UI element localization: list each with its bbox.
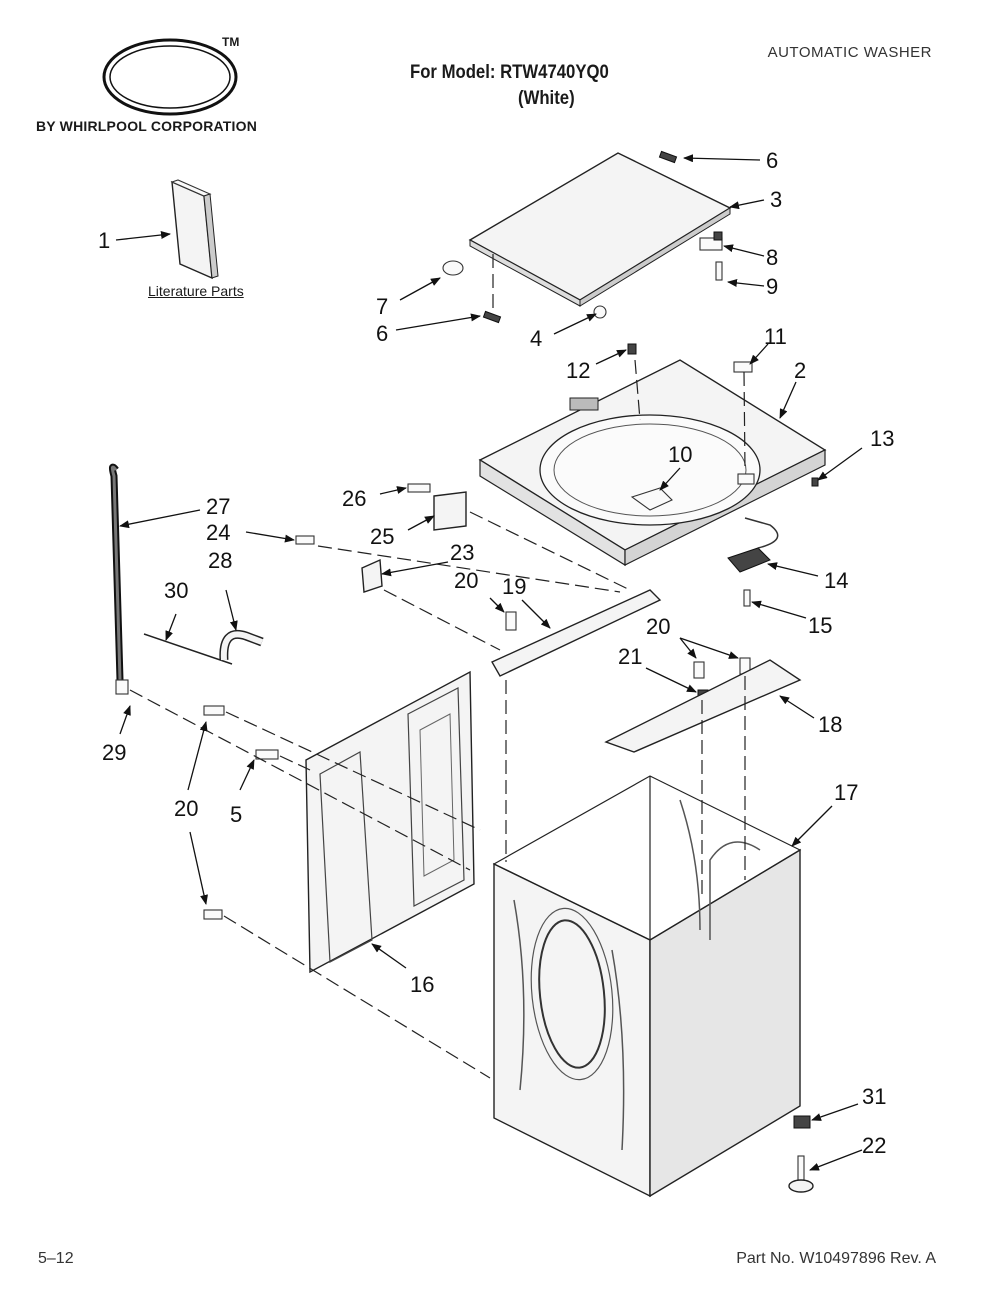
callout-20-upper: 20 (454, 568, 478, 593)
callout-25: 25 (370, 524, 394, 549)
bracket-25-part (433, 491, 467, 531)
leveling-foot-part (788, 1155, 814, 1193)
rear-panel-part (305, 670, 475, 974)
callout-10: 10 (668, 442, 692, 467)
nut-part (793, 1115, 811, 1129)
callout-4: 4 (530, 326, 542, 351)
callout-29: 29 (102, 740, 126, 765)
callout-15: 15 (808, 613, 832, 638)
callout-30: 30 (164, 578, 188, 603)
callout-16: 16 (410, 972, 434, 997)
callout-5: 5 (230, 802, 242, 827)
drain-hose-part (108, 463, 129, 695)
callout-18: 18 (818, 712, 842, 737)
callout-27: 27 (206, 494, 230, 519)
callout-7: 7 (376, 294, 388, 319)
rear-rail-part (491, 589, 662, 677)
callout-11: 11 (764, 324, 787, 349)
part-number: Part No. W10497896 Rev. A (736, 1250, 936, 1267)
lid-part (468, 152, 732, 307)
callout-26: 26 (342, 486, 366, 511)
front-rail-part (604, 659, 802, 753)
callout-8: 8 (766, 245, 778, 270)
roper-logo (102, 38, 238, 116)
callout-1: 1 (98, 228, 110, 253)
callout-20-left: 20 (174, 796, 198, 821)
brand-subtitle: BY WHIRLPOOL CORPORATION (36, 118, 258, 134)
model-color: (White) (518, 88, 575, 109)
top-panel-part (478, 343, 827, 567)
literature-booklet (170, 179, 219, 280)
callout-24: 24 (206, 520, 230, 545)
callout-2: 2 (794, 358, 806, 383)
callout-9: 9 (766, 274, 778, 299)
callout-19: 19 (502, 574, 526, 599)
callout-28: 28 (208, 548, 232, 573)
callout-arrows (115, 154, 863, 1171)
literature-parts-label: Literature Parts (148, 283, 244, 299)
bracket-23-part (361, 558, 383, 593)
model-line: For Model: RTW4740YQ0 (410, 62, 609, 83)
callout-14: 14 (824, 568, 848, 593)
lid-switch-part (727, 517, 779, 607)
callout-22: 22 (862, 1133, 886, 1158)
callout-17: 17 (834, 780, 858, 805)
callout-3: 3 (770, 187, 782, 212)
callout-21: 21 (618, 644, 642, 669)
callout-6-left: 6 (376, 321, 388, 346)
cabinet-part (492, 775, 802, 1198)
callout-31: 31 (862, 1084, 886, 1109)
callout-12: 12 (566, 358, 590, 383)
screws (203, 483, 751, 920)
rod-part (143, 633, 233, 665)
document-category: AUTOMATIC WASHER (767, 44, 932, 61)
callout-23: 23 (450, 540, 474, 565)
callout-labels: 1 6 3 8 9 7 6 4 11 12 2 13 10 27 26 24 2… (98, 148, 894, 1158)
lid-hardware (442, 150, 723, 324)
assembly-guide-lines (129, 254, 746, 1079)
callout-6-top: 6 (766, 148, 778, 173)
page-number: 5–12 (38, 1250, 74, 1267)
callout-20-right: 20 (646, 614, 670, 639)
trademark-mark: TM (222, 35, 240, 49)
callout-13: 13 (870, 426, 894, 451)
